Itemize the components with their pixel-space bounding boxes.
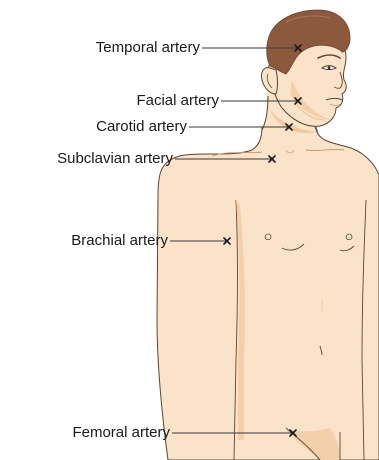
label-femoral-artery: Femoral artery [72, 424, 170, 442]
label-carotid-artery: Carotid artery [96, 118, 187, 136]
label-temporal-artery: Temporal artery [96, 39, 200, 57]
body-figure [157, 88, 379, 460]
label-subclavian-artery: Subclavian artery [57, 150, 173, 168]
torso-shape [157, 120, 379, 460]
eye-pupil [328, 66, 331, 69]
ear-shape [261, 68, 277, 94]
label-brachial-artery: Brachial artery [71, 232, 168, 250]
label-facial-artery: Facial artery [136, 92, 219, 110]
